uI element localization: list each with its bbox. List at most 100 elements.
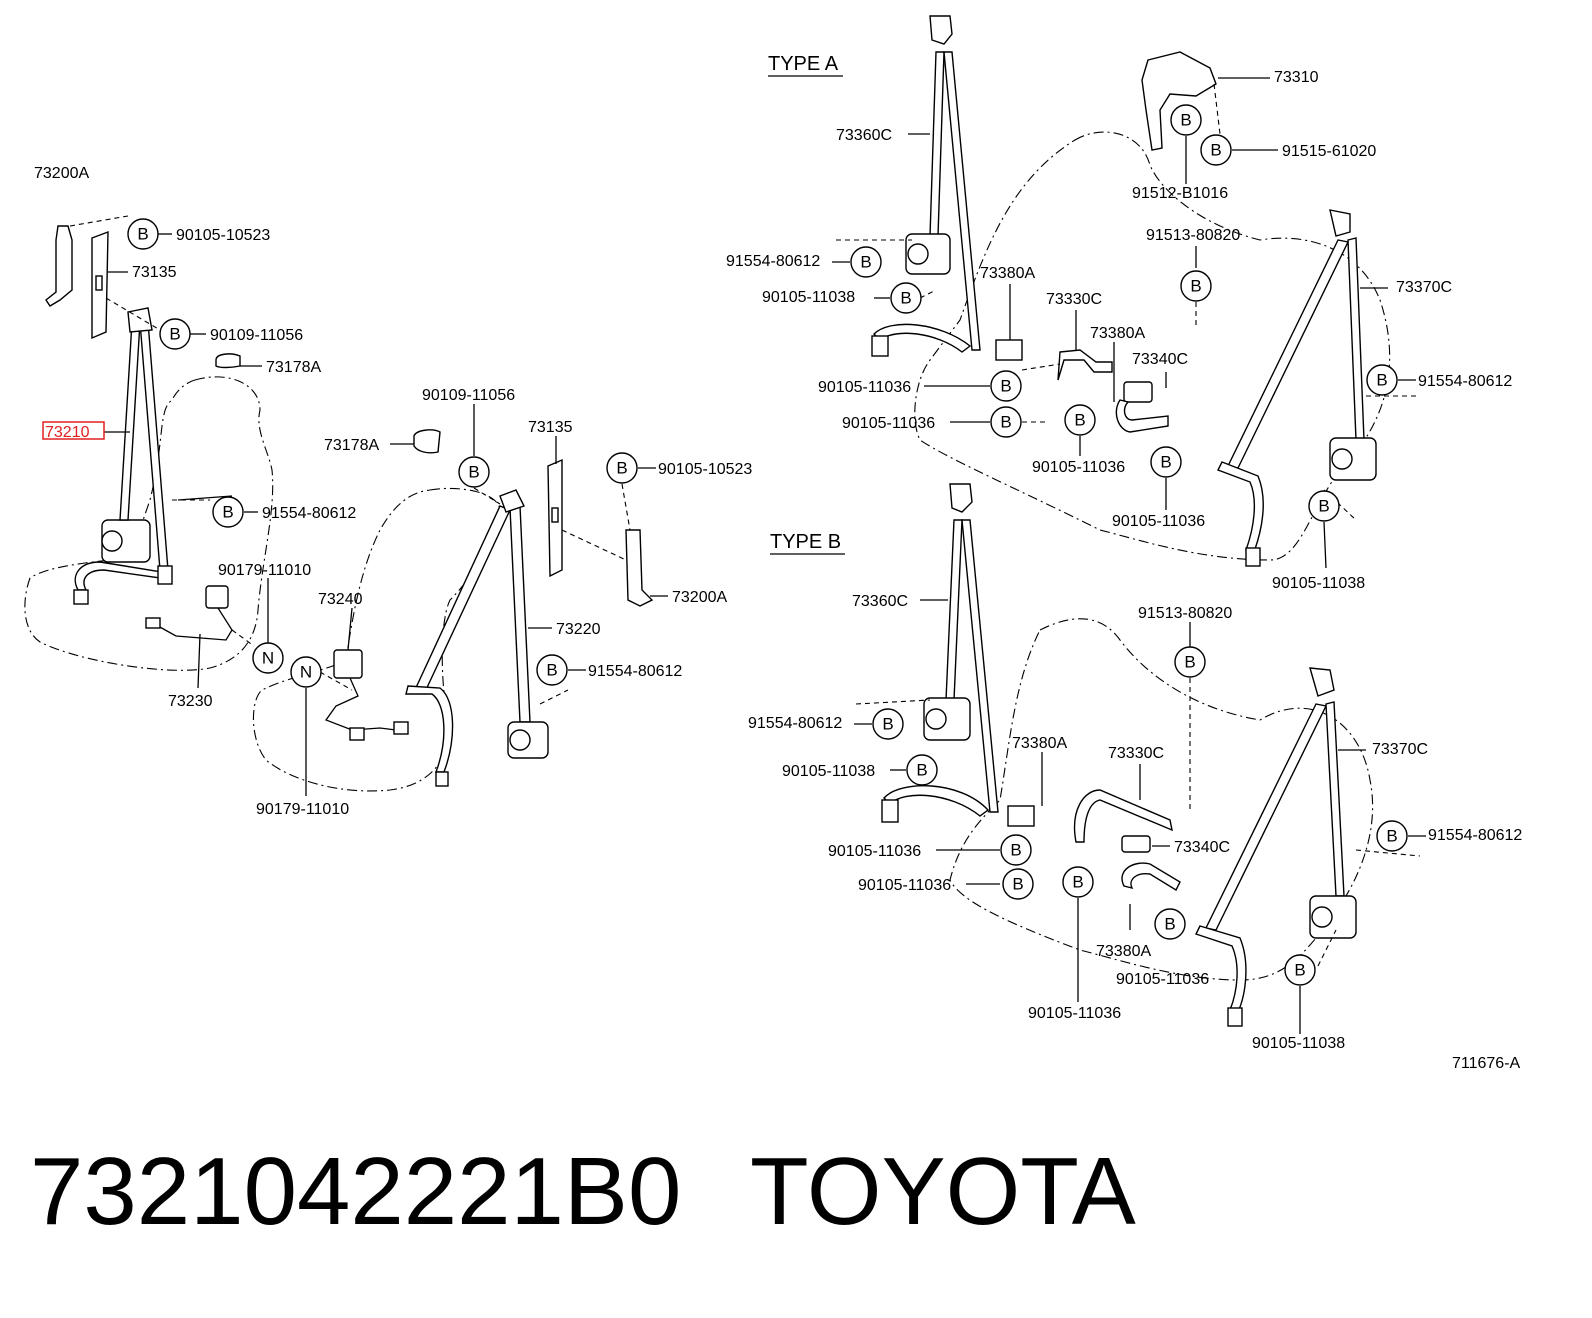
- label-90105-11036: 90105-11036: [858, 877, 951, 894]
- label-73310: 73310: [1274, 69, 1319, 86]
- type-a-right-belt-vert: [1347, 237, 1365, 441]
- label-90105-11036: 90105-11036: [1112, 513, 1205, 530]
- bolt-symbol: B: [1064, 404, 1096, 436]
- svg-text:B: B: [1180, 111, 1191, 130]
- type-a-right-anchor: [1245, 547, 1261, 567]
- label-91554-80612: 91554-80612: [588, 663, 682, 680]
- front-left-seat-outline: [252, 487, 501, 792]
- buckle-73230-connector: [145, 617, 161, 629]
- label-73360C: 73360C: [852, 593, 908, 610]
- svg-text:B: B: [169, 325, 180, 344]
- retractor-73310: [1141, 51, 1217, 151]
- label-90105-11038: 90105-11038: [762, 289, 855, 306]
- svg-text:B: B: [1190, 277, 1201, 296]
- svg-text:B: B: [137, 225, 148, 244]
- label-90105-11036: 90105-11036: [1116, 971, 1209, 988]
- type-b-right-belt-vert: [1325, 701, 1345, 897]
- label-73380A: 73380A: [980, 265, 1035, 282]
- type-b-right-belt-diag: [1204, 703, 1328, 931]
- svg-text:B: B: [882, 715, 893, 734]
- svg-text:B: B: [1072, 873, 1083, 892]
- label-91554-80612: 91554-80612: [726, 253, 820, 270]
- bolt-symbol: B: [1000, 834, 1032, 866]
- buckle-73240: [333, 649, 363, 679]
- front-left-seat-group: [252, 429, 654, 792]
- bolt-symbol: B: [1200, 134, 1232, 166]
- svg-text:B: B: [1318, 497, 1329, 516]
- bolt-symbol: B: [990, 406, 1022, 438]
- label-90105-11036: 90105-11036: [828, 843, 921, 860]
- type-a-73380A-2: [1115, 399, 1169, 433]
- svg-text:B: B: [1074, 411, 1085, 430]
- bolt-symbol: B: [458, 456, 490, 488]
- clip-73178A-left: [215, 353, 241, 369]
- label-91513-80820: 91513-80820: [1146, 227, 1240, 244]
- type-b-left-belt-b: [961, 519, 999, 813]
- type-a-group: [871, 15, 1391, 567]
- label-91554-80612: 91554-80612: [1428, 827, 1522, 844]
- front-right-seat-group: [24, 225, 274, 671]
- svg-text:N: N: [262, 649, 274, 668]
- label-73380A: 73380A: [1090, 325, 1145, 342]
- retractor-73220-spool: [509, 729, 531, 751]
- label-73380A: 73380A: [1096, 943, 1151, 960]
- bolt-symbol: B: [1180, 270, 1212, 302]
- fastener-symbols: B B B N N B B B B B B B B B B B B B B B …: [127, 104, 1408, 986]
- svg-text:B: B: [1386, 827, 1397, 846]
- bolt-symbol: B: [890, 282, 922, 314]
- bolt-symbol: B: [1062, 866, 1094, 898]
- buckle-73240-connector: [393, 721, 409, 735]
- svg-text:B: B: [1012, 875, 1023, 894]
- bracket-73200A-right: [625, 529, 654, 607]
- retractor-spool: [101, 530, 123, 552]
- buckle-73230: [205, 585, 229, 609]
- cover-slot-right: [551, 507, 559, 523]
- buckle-73240-wire: [324, 677, 397, 731]
- footer-brand: TOYOTA: [750, 1138, 1136, 1245]
- label-73135: 73135: [528, 419, 573, 436]
- highlight-box-73210: [42, 421, 105, 440]
- label-90105-10523: 90105-10523: [658, 461, 752, 478]
- label-73200A: 73200A: [672, 589, 727, 606]
- svg-text:B: B: [860, 253, 871, 272]
- label-73340C: 73340C: [1174, 839, 1230, 856]
- bolt-symbol: B: [1308, 490, 1340, 522]
- type-b-left-guide: [949, 483, 973, 513]
- type-a-left-guide: [929, 15, 953, 45]
- label-73360C: 73360C: [836, 127, 892, 144]
- retractor-73370C-a-spool: [1331, 448, 1353, 470]
- bolt-symbol: B: [1284, 954, 1316, 986]
- type-b-right-guide: [1309, 667, 1335, 697]
- svg-text:B: B: [222, 503, 233, 522]
- label-91512-B1016: 91512-B1016: [1132, 185, 1228, 202]
- footer-part-number: 7321042221B0: [30, 1138, 681, 1245]
- label-90105-11036: 90105-11036: [1032, 459, 1125, 476]
- svg-text:N: N: [300, 663, 312, 682]
- bolt-symbol: B: [1366, 364, 1398, 396]
- label-73240: 73240: [318, 591, 363, 608]
- label-90179-11010: 90179-11010: [218, 562, 311, 579]
- bolt-symbol: B: [850, 246, 882, 278]
- front-left-lap-anchor: [435, 771, 449, 787]
- svg-text:B: B: [900, 289, 911, 308]
- label-90109-11056: 90109-11056: [422, 387, 515, 404]
- bolt-symbol: B: [127, 218, 159, 250]
- label-90179-11010: 90179-11010: [256, 801, 349, 818]
- label-91554-80612: 91554-80612: [1418, 373, 1512, 390]
- bolt-symbol: B: [872, 708, 904, 740]
- front-lower-anchor: [157, 565, 173, 585]
- svg-text:B: B: [1164, 915, 1175, 934]
- svg-text:B: B: [1000, 413, 1011, 432]
- label-73370C: 73370C: [1372, 741, 1428, 758]
- svg-text:B: B: [1294, 961, 1305, 980]
- nut-symbol: N: [252, 642, 284, 674]
- label-91554-80612: 91554-80612: [748, 715, 842, 732]
- label-73370C: 73370C: [1396, 279, 1452, 296]
- svg-text:B: B: [1184, 653, 1195, 672]
- label-90105-11038: 90105-11038: [1272, 575, 1365, 592]
- type-a-seat-outline: [914, 131, 1391, 561]
- label-90109-11056: 90109-11056: [210, 327, 303, 344]
- bolt-symbol: B: [1154, 908, 1186, 940]
- type-a-73330C: [1057, 349, 1113, 381]
- svg-text:B: B: [916, 761, 927, 780]
